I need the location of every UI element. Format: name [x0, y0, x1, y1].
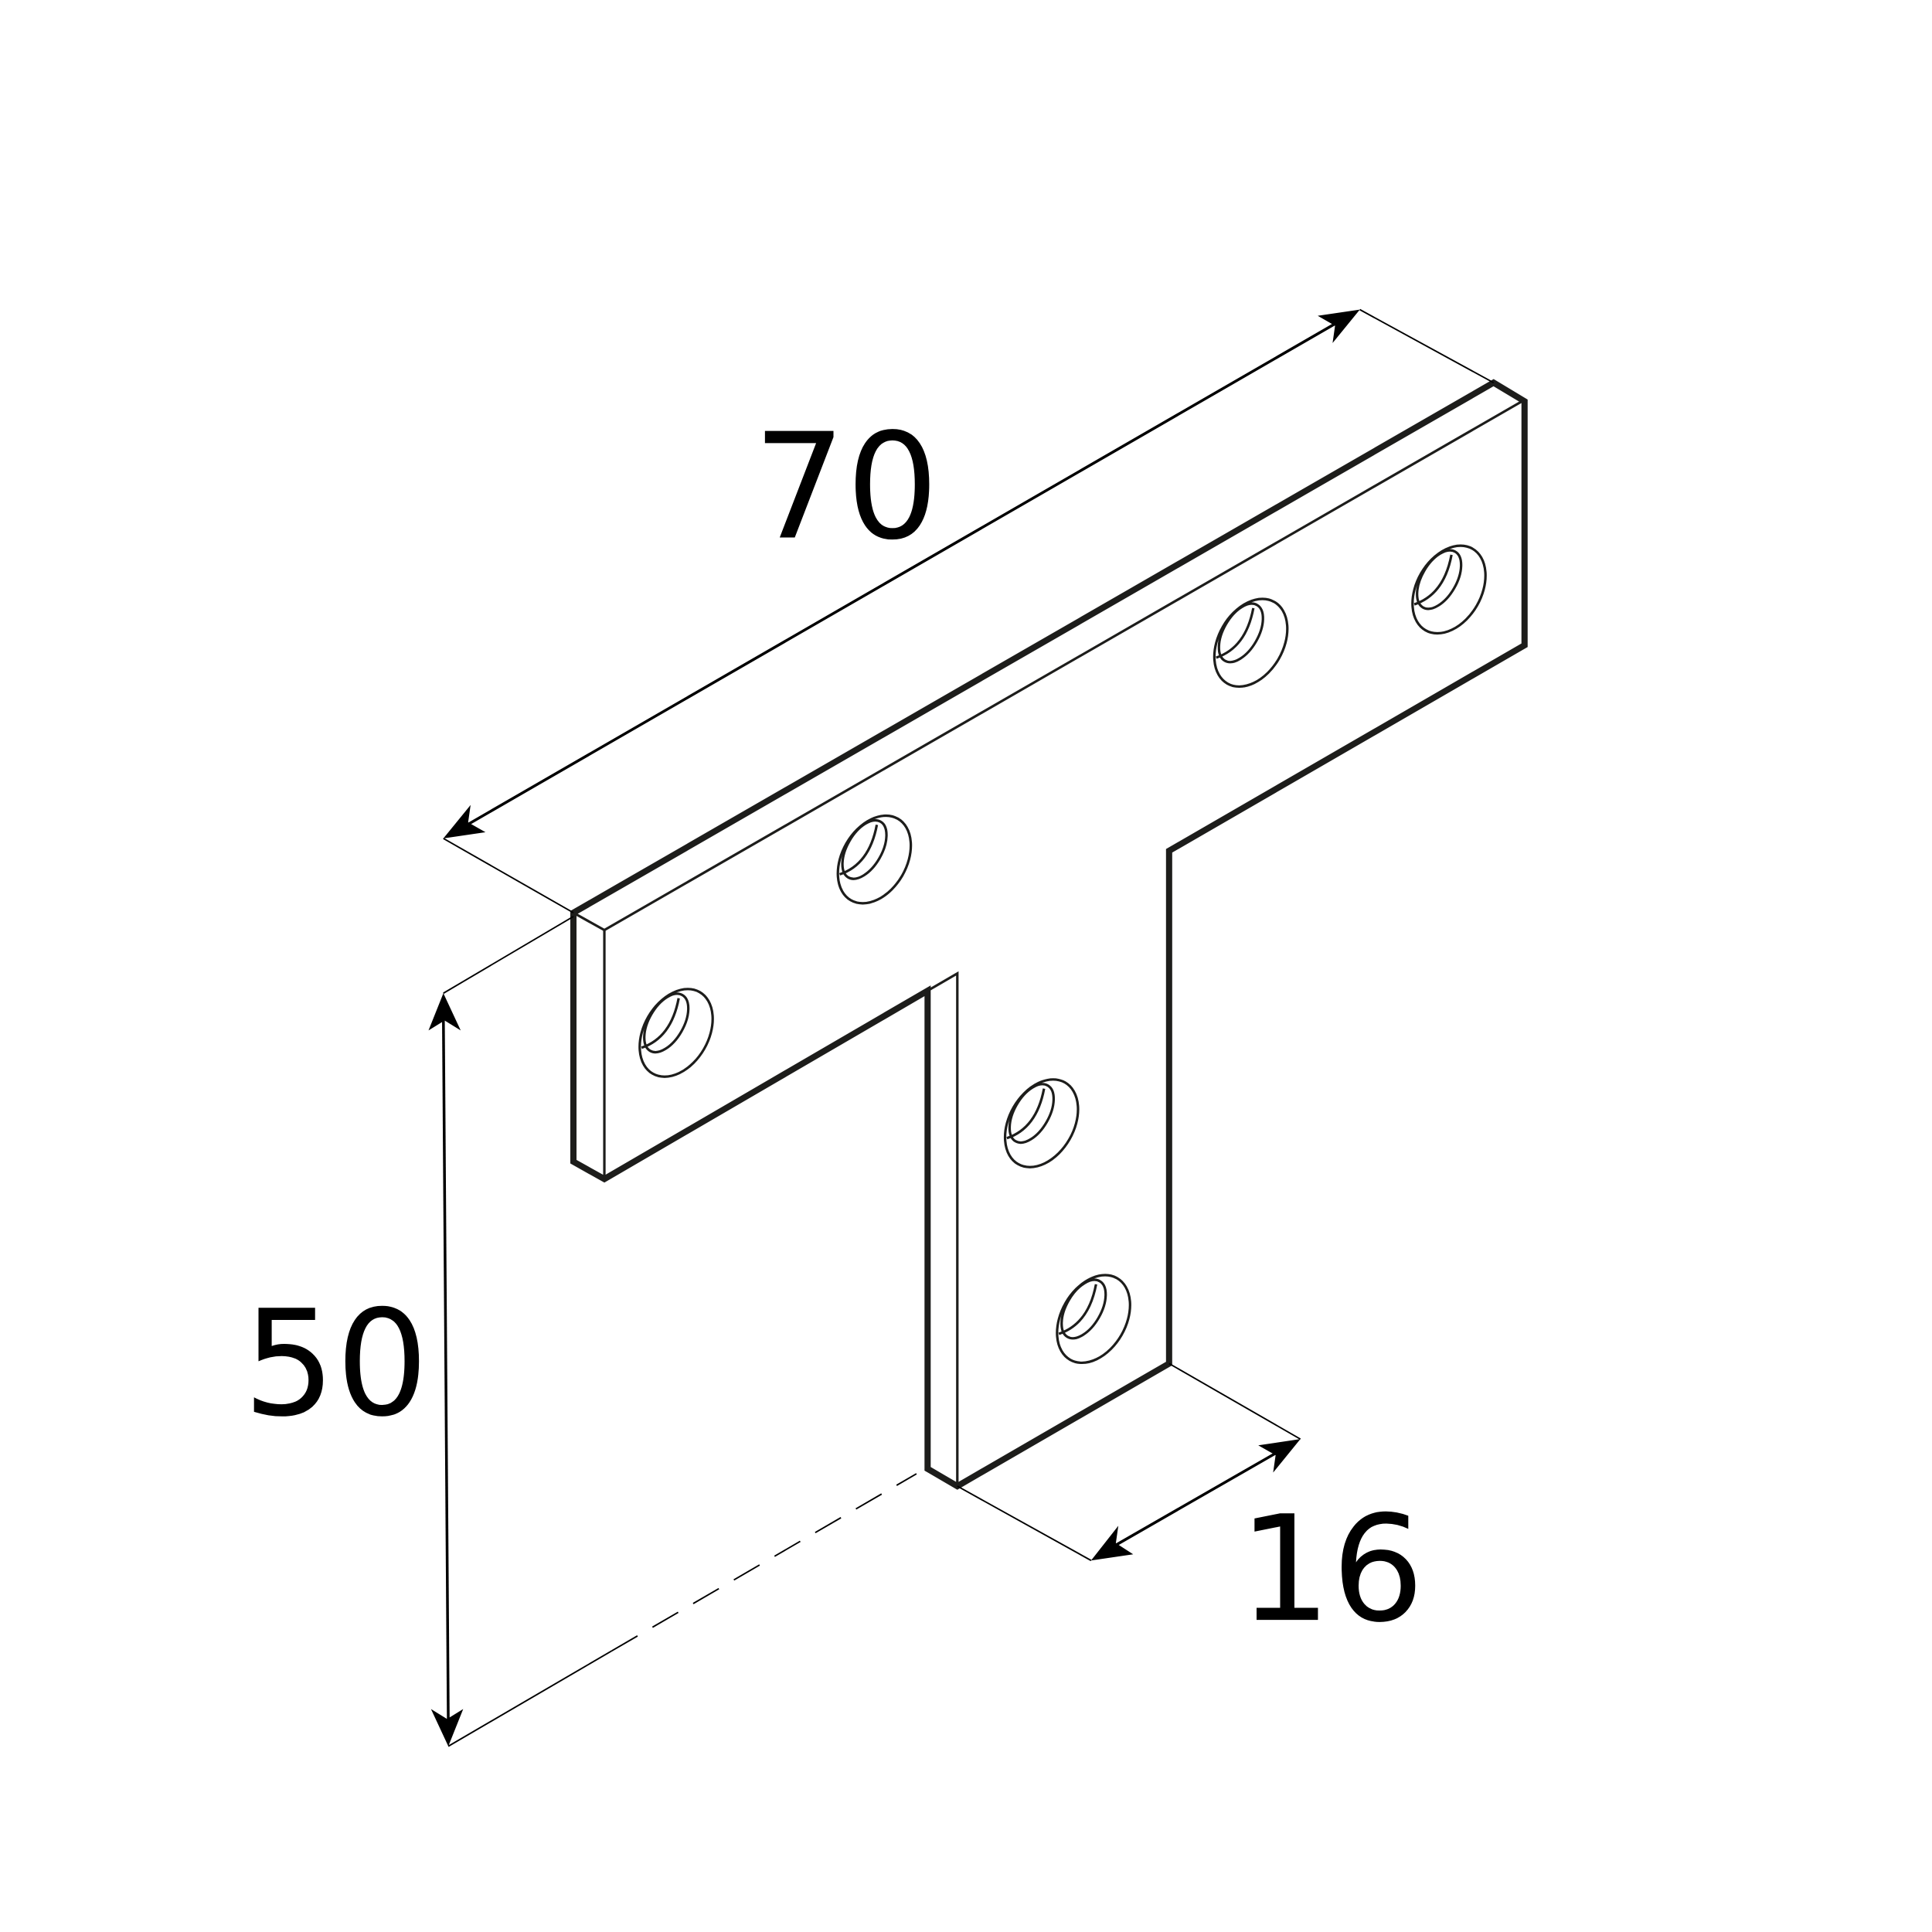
dimension-height: 50 — [243, 916, 917, 1747]
arrow-head-icon — [430, 1709, 464, 1747]
arrow-head-icon — [428, 993, 461, 1031]
hole-icon — [988, 1065, 1094, 1182]
hole-icon — [1198, 584, 1304, 701]
arrow-head-icon — [443, 804, 486, 838]
top-thickness-edge — [573, 911, 605, 931]
dimension-width: 16 — [957, 1362, 1425, 1655]
dimension-label-length: 70 — [753, 402, 939, 573]
front-face-top-edge — [604, 400, 1523, 931]
hole-icon — [821, 801, 927, 918]
dimension-label-height: 50 — [243, 1278, 429, 1449]
arrow-head-icon — [1258, 1439, 1301, 1473]
hole-icon — [1396, 531, 1502, 648]
hole-icon — [623, 975, 730, 1091]
arrow-head-icon — [1090, 1526, 1134, 1561]
notch-thickness-edge — [927, 971, 959, 1487]
plate-outline — [570, 379, 1528, 1490]
hole-icon — [1040, 1260, 1147, 1377]
arrow-head-icon — [1318, 309, 1360, 343]
dimension-label-width: 16 — [1239, 1484, 1425, 1655]
t-plate — [570, 379, 1528, 1490]
dimension-length: 70 — [443, 308, 1495, 913]
